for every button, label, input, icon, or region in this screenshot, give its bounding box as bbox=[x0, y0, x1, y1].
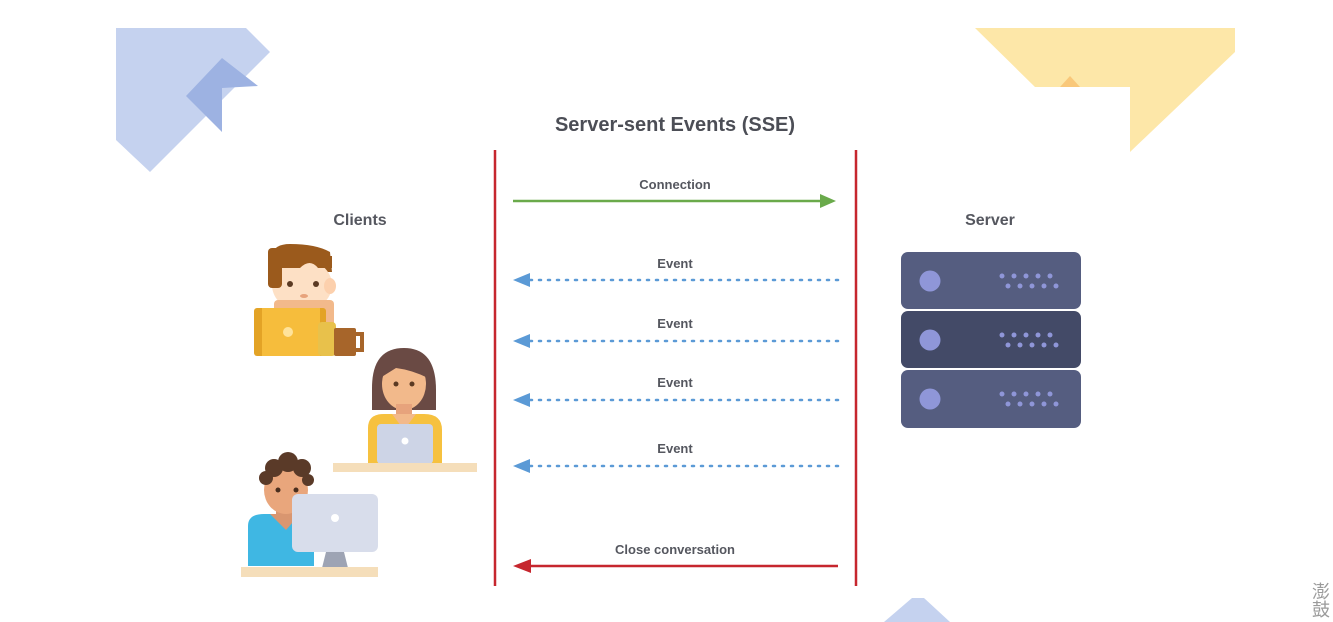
server-heading: Server bbox=[965, 212, 1015, 229]
server-unit-1 bbox=[901, 252, 1081, 309]
connection-label: Connection bbox=[639, 177, 711, 192]
server-unit-2 bbox=[901, 311, 1081, 368]
event-arrow-4 bbox=[513, 459, 840, 473]
event-label-3: Event bbox=[657, 375, 693, 390]
person-at-desktop-computer-icon bbox=[241, 452, 378, 577]
event-arrow-1 bbox=[513, 273, 840, 287]
blue-bottom-decor-shape bbox=[884, 598, 950, 622]
event-label-4: Event bbox=[657, 441, 693, 456]
event-label-2: Event bbox=[657, 316, 693, 331]
event-arrow-2 bbox=[513, 334, 840, 348]
watermark-text: 澎鼓 bbox=[1310, 582, 1330, 618]
woman-at-laptop-icon bbox=[333, 348, 477, 472]
close-conversation-arrow bbox=[513, 559, 838, 573]
blue-decor-shape bbox=[116, 28, 270, 172]
person-with-laptop-and-mug-icon bbox=[254, 244, 364, 356]
server-unit-3 bbox=[901, 370, 1081, 428]
event-label-1: Event bbox=[657, 256, 693, 271]
connection-arrow bbox=[513, 194, 836, 208]
diagram-title: Server-sent Events (SSE) bbox=[554, 114, 796, 136]
clients-heading: Clients bbox=[333, 212, 387, 229]
close-conversation-label: Close conversation bbox=[615, 542, 735, 557]
event-arrow-3 bbox=[513, 393, 840, 407]
yellow-decor-shape bbox=[975, 28, 1235, 152]
